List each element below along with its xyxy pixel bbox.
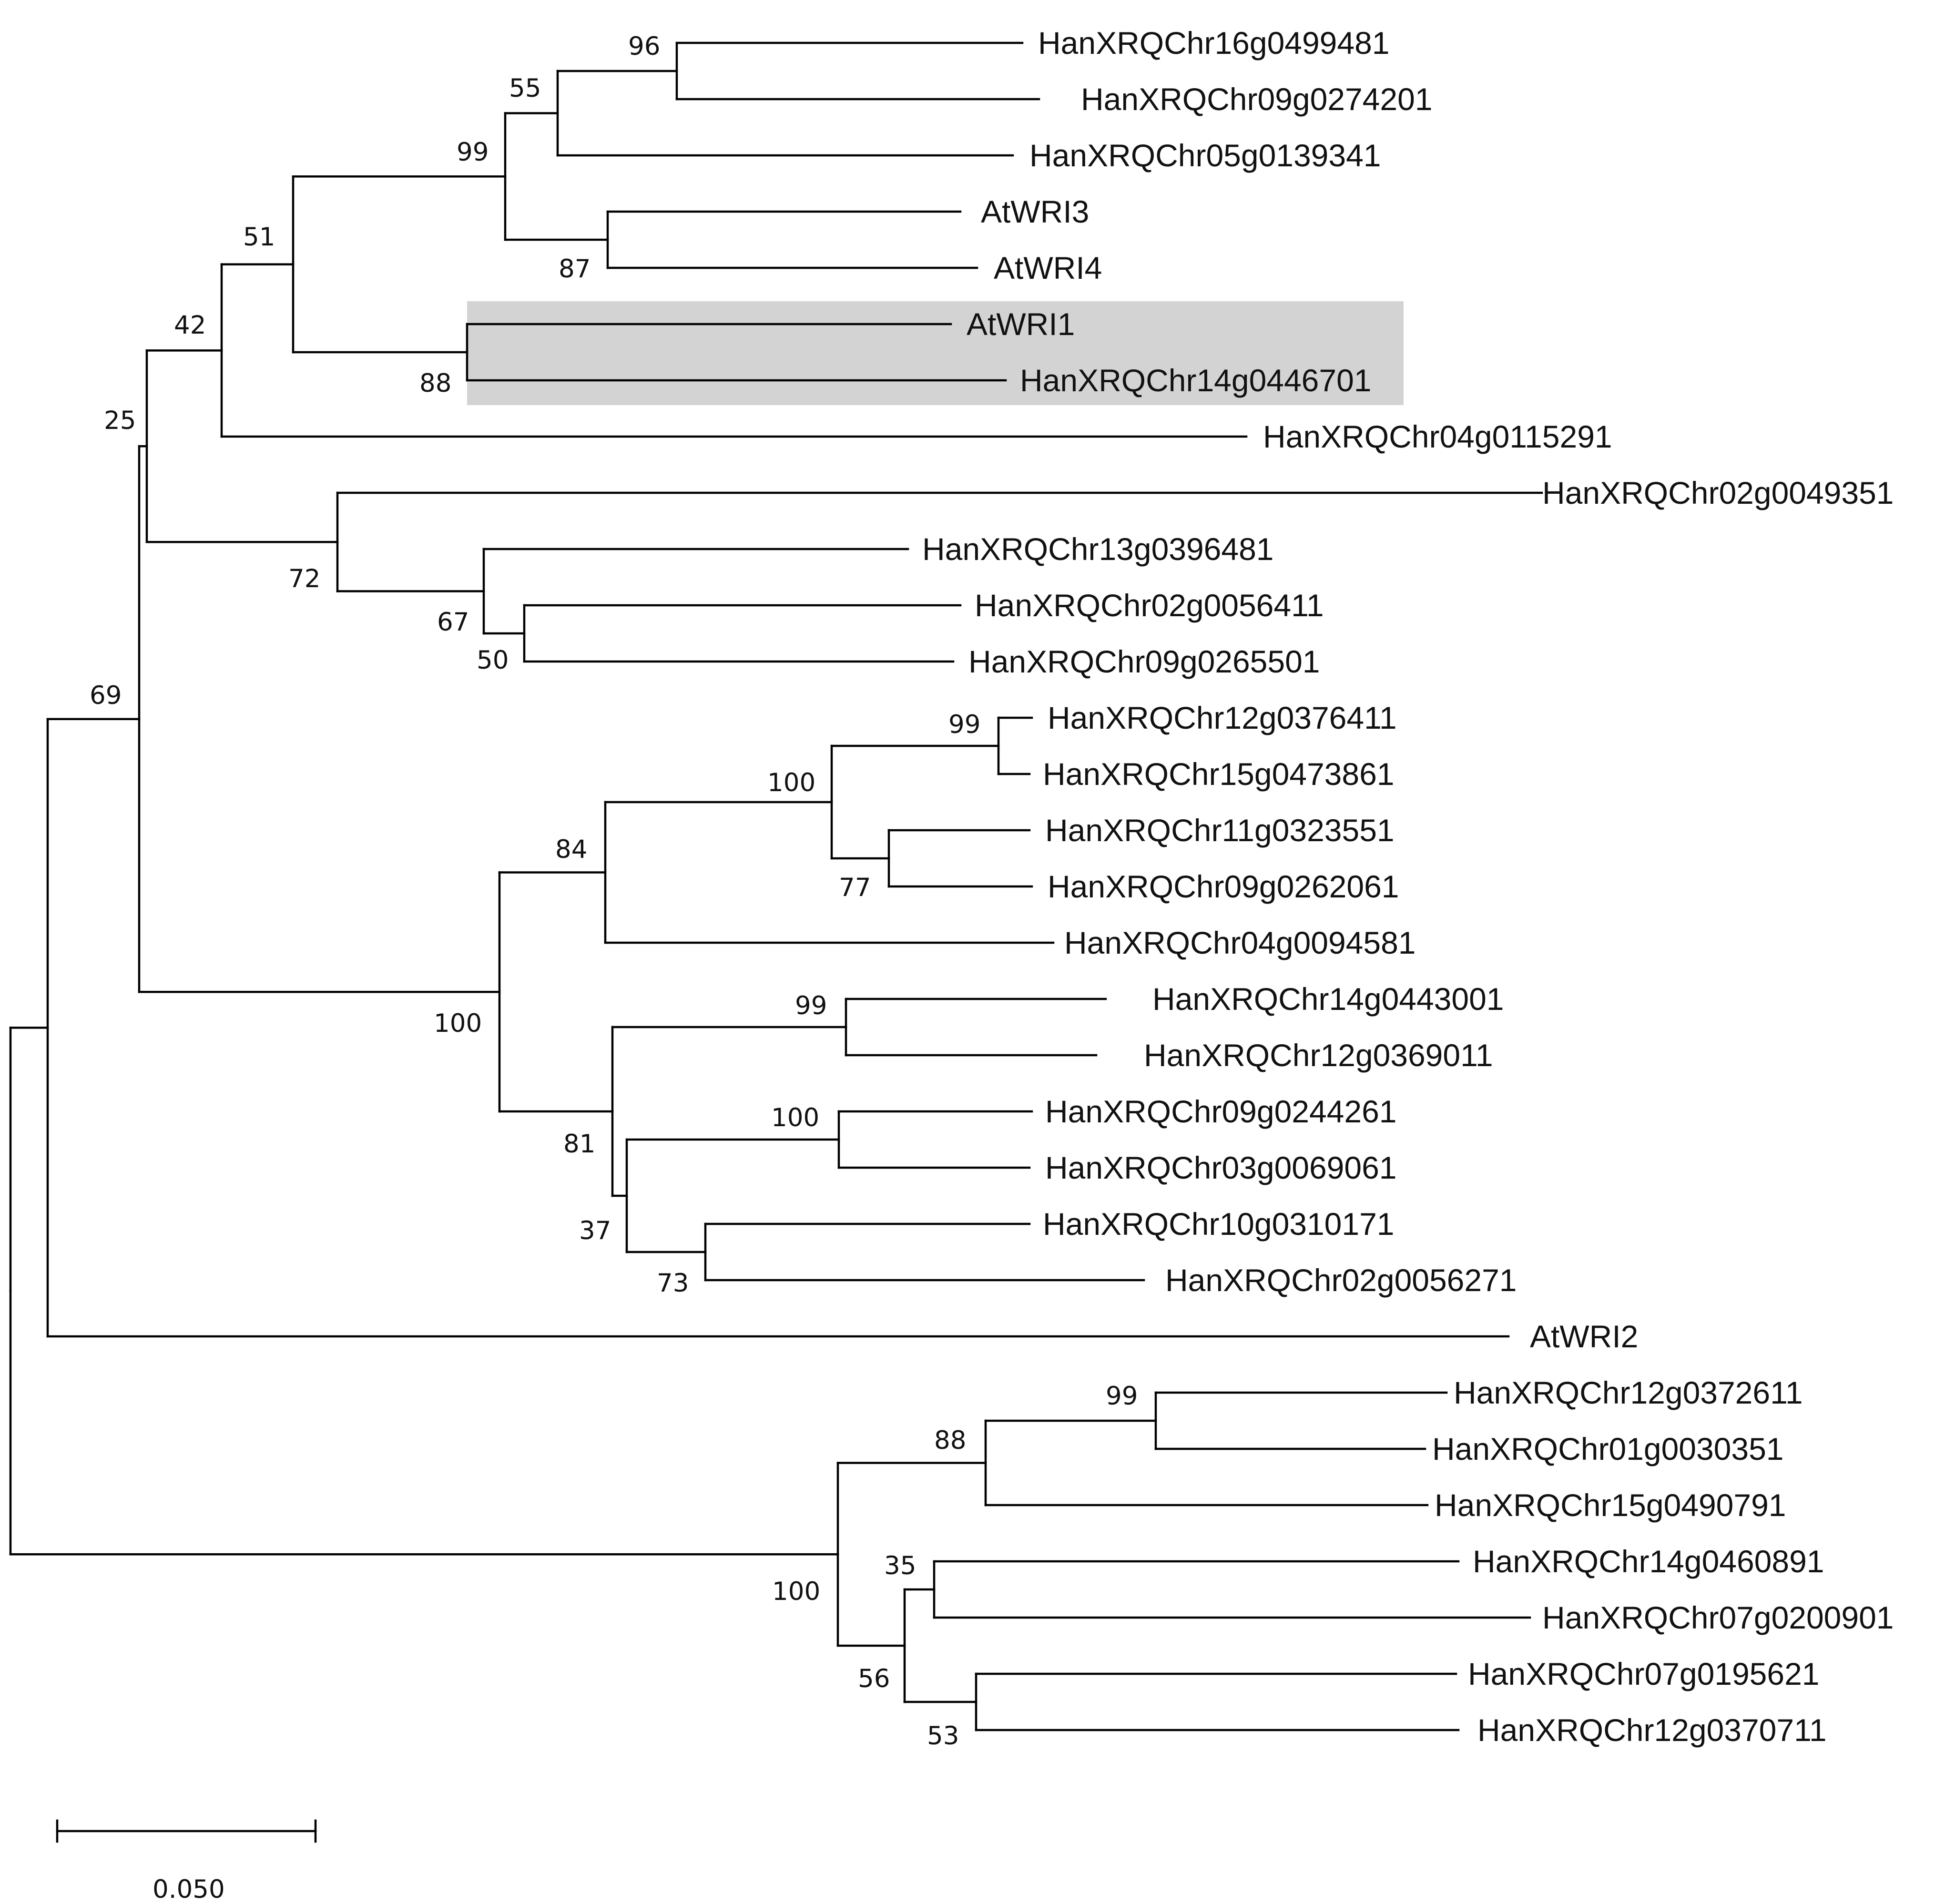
leaf-label: HanXRQChr02g0056271 xyxy=(1165,1263,1517,1298)
bootstrap-value: 100 xyxy=(771,1103,819,1132)
bootstrap-value: 72 xyxy=(288,564,320,593)
leaf-labels: HanXRQChr16g0499481HanXRQChr09g0274201Ha… xyxy=(922,25,1894,1748)
leaf-label: AtWRI1 xyxy=(967,306,1075,342)
bootstrap-value: 50 xyxy=(477,646,509,675)
bootstrap-value: 81 xyxy=(563,1130,595,1159)
bootstrap-values: 96 55 99 87 51 88 42 25 72 67 50 69 99 100 77 84 100 99 81… xyxy=(90,32,1138,1751)
bootstrap-value: 99 xyxy=(457,138,489,167)
bootstrap-value: 42 xyxy=(174,311,206,340)
leaf-label: HanXRQChr07g0195621 xyxy=(1468,1656,1820,1691)
bootstrap-value: 35 xyxy=(884,1551,916,1580)
leaf-label: AtWRI2 xyxy=(1530,1319,1638,1354)
bootstrap-value: 96 xyxy=(628,32,660,61)
leaf-label: HanXRQChr02g0049351 xyxy=(1542,475,1894,510)
leaf-label: HanXRQChr04g0094581 xyxy=(1064,925,1416,960)
leaf-label: HanXRQChr09g0244261 xyxy=(1045,1094,1397,1129)
bootstrap-value: 69 xyxy=(90,681,122,710)
leaf-label: HanXRQChr12g0369011 xyxy=(1144,1038,1493,1073)
tree-branches xyxy=(9,41,1543,1731)
leaf-label: HanXRQChr14g0446701 xyxy=(1020,363,1372,398)
bootstrap-value: 55 xyxy=(509,74,541,103)
bootstrap-value: 25 xyxy=(104,406,136,435)
leaf-label: HanXRQChr05g0139341 xyxy=(1029,138,1381,173)
bootstrap-value: 51 xyxy=(243,223,275,252)
bootstrap-value: 88 xyxy=(934,1426,966,1455)
bootstrap-value: 99 xyxy=(948,710,980,739)
leaf-label: HanXRQChr15g0473861 xyxy=(1043,756,1395,792)
bootstrap-value: 77 xyxy=(839,873,871,902)
leaf-label: HanXRQChr10g0310171 xyxy=(1043,1206,1395,1242)
bootstrap-value: 99 xyxy=(1106,1382,1138,1411)
leaf-label: HanXRQChr03g0069061 xyxy=(1045,1150,1397,1185)
bootstrap-value: 53 xyxy=(927,1721,959,1751)
leaf-label: HanXRQChr14g0460891 xyxy=(1473,1544,1824,1579)
leaf-label: HanXRQChr09g0274201 xyxy=(1081,81,1433,117)
bootstrap-value: 56 xyxy=(858,1664,890,1693)
leaf-label: HanXRQChr12g0370711 xyxy=(1477,1712,1827,1748)
bootstrap-value: 100 xyxy=(767,768,815,797)
bootstrap-value: 87 xyxy=(559,255,591,284)
highlighted-clade-box xyxy=(467,301,1404,405)
scale-bar-label: 0.050 xyxy=(153,1875,225,1904)
bootstrap-value: 67 xyxy=(437,608,469,637)
leaf-label: HanXRQChr09g0262061 xyxy=(1048,869,1399,904)
leaf-label: AtWRI3 xyxy=(981,194,1089,229)
leaf-label: HanXRQChr15g0490791 xyxy=(1435,1487,1786,1523)
leaf-label: HanXRQChr01g0030351 xyxy=(1432,1431,1784,1466)
leaf-label: HanXRQChr12g0376411 xyxy=(1048,700,1397,735)
leaf-label: HanXRQChr09g0265501 xyxy=(968,644,1320,679)
bootstrap-value: 100 xyxy=(772,1577,820,1606)
leaf-label: HanXRQChr07g0200901 xyxy=(1542,1600,1894,1635)
scale-bar: 0.050 xyxy=(56,1819,317,1904)
leaf-label: AtWRI4 xyxy=(994,250,1102,285)
bootstrap-value: 73 xyxy=(657,1269,689,1298)
bootstrap-value: 88 xyxy=(419,369,451,398)
leaf-label: HanXRQChr04g0115291 xyxy=(1263,419,1612,454)
leaf-label: HanXRQChr14g0443001 xyxy=(1152,981,1504,1017)
leaf-label: HanXRQChr02g0056411 xyxy=(975,588,1324,623)
leaf-label: HanXRQChr12g0372611 xyxy=(1454,1375,1803,1410)
bootstrap-value: 84 xyxy=(555,835,587,864)
leaf-label: HanXRQChr13g0396481 xyxy=(922,531,1274,567)
bootstrap-value: 99 xyxy=(795,991,827,1020)
bootstrap-value: 37 xyxy=(579,1216,611,1245)
leaf-label: HanXRQChr16g0499481 xyxy=(1038,25,1390,61)
bootstrap-value: 100 xyxy=(434,1009,482,1038)
leaf-label: HanXRQChr11g0323551 xyxy=(1045,813,1395,848)
